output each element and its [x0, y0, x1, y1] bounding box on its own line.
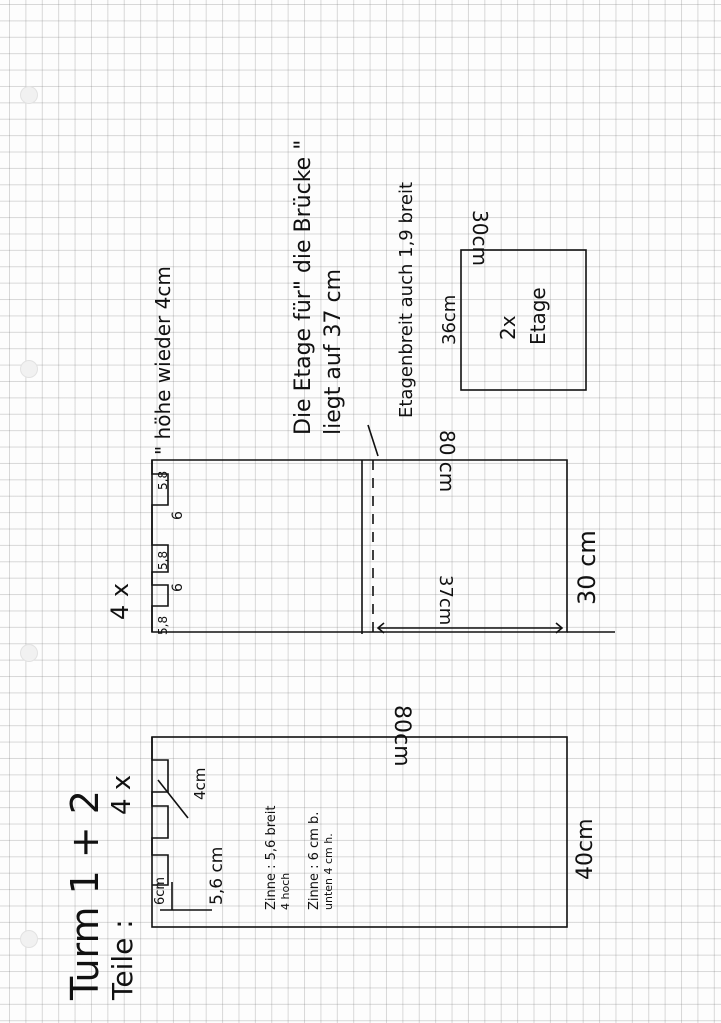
panel-80x40: [151, 736, 568, 928]
floor-box-line1: 2x: [496, 315, 520, 340]
note-zinne1-a: Zinne : 5,6 breit: [264, 806, 279, 910]
dim-6cm: 6cm: [153, 877, 168, 905]
dim-37cm: 37cm: [435, 575, 456, 625]
note-zinne2-b: unten 4 cm h.: [322, 833, 335, 910]
dim-4cm: 4cm: [191, 768, 209, 800]
title-text: Turm 1 + 2: [63, 790, 107, 1001]
panel-80x30: [151, 459, 568, 633]
note-zinne2-a: Zinne : 6 cm b.: [307, 812, 322, 910]
note-bruecke-a: Die Etage für" die Brücke ": [291, 140, 316, 435]
crenel-label-2: 6: [170, 583, 186, 592]
dim-80cm-middle: 80 cm: [435, 430, 459, 492]
crenel-label-5: 5,8: [156, 471, 170, 490]
dim-30cm: 30 cm: [573, 530, 601, 605]
punch-hole: [20, 360, 38, 378]
note-hoehe: " höhe wieder 4cm: [151, 266, 175, 455]
punch-hole: [20, 644, 38, 662]
etage-pointer: [367, 424, 379, 457]
crenel-label-3: 5,8: [156, 551, 170, 570]
punch-hole: [20, 930, 38, 948]
floor-box-line2: Etage: [526, 287, 550, 345]
dim-30cm-floor: 30cm: [468, 210, 492, 266]
dim-80cm-bottom: 80cm: [389, 705, 414, 767]
crenellation-edge-2: [151, 460, 169, 632]
dim-40cm: 40cm: [573, 818, 598, 880]
note-zinne1-b: 4 hoch: [279, 873, 292, 910]
floor-box: [460, 249, 587, 391]
piece-count-a: 4 x: [107, 775, 137, 815]
crenel-label-1: 5,8: [156, 616, 170, 635]
crenel-label-4: 6: [170, 511, 186, 520]
note-etagenbreit: Etagenbreit auch 1,9 breit: [396, 182, 417, 418]
dim-pointer-4cm: [157, 779, 189, 819]
dim-5-6cm: 5,6 cm: [207, 847, 227, 905]
crenellation-edge: [151, 737, 169, 886]
dim-36cm: 36cm: [439, 295, 460, 345]
piece-count-b: 4 x: [106, 583, 134, 620]
arrow-heads: [376, 622, 564, 634]
parts-label: Teile :: [106, 919, 139, 1001]
punch-hole: [20, 86, 38, 104]
note-bruecke-b: liegt auf 37 cm: [321, 269, 346, 435]
